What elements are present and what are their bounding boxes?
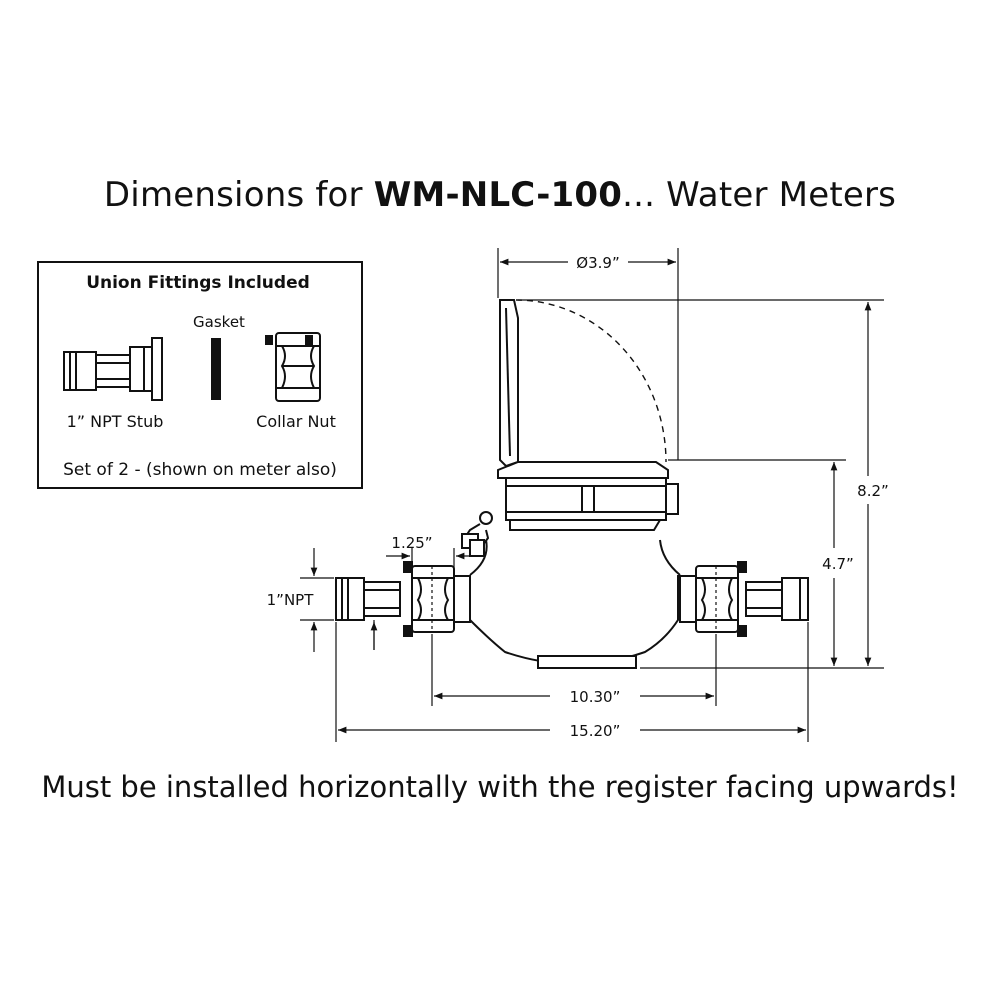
gasket-icon bbox=[211, 338, 221, 400]
union-heading: Union Fittings Included bbox=[86, 273, 310, 293]
dim-overall-length: 15.20” bbox=[570, 722, 621, 740]
set-note: Set of 2 - (shown on meter also) bbox=[63, 460, 337, 480]
meter-drawing bbox=[335, 299, 809, 669]
dim-diameter: Ø3.9” bbox=[576, 254, 619, 272]
dim-inner-length: 10.30” bbox=[570, 688, 621, 706]
dim-nut-width: 1.25” bbox=[391, 534, 432, 552]
collar-label: Collar Nut bbox=[256, 412, 336, 431]
dim-height-body: 4.7” bbox=[822, 555, 854, 573]
title-suffix: ... Water Meters bbox=[622, 175, 897, 215]
dim-npt: 1”NPT bbox=[267, 591, 315, 609]
dim-height-total: 8.2” bbox=[857, 482, 889, 500]
diagram-title: Dimensions for WM-NLC-100... Water Meter… bbox=[0, 175, 1000, 215]
dimension-lines bbox=[300, 248, 884, 742]
collar-nut-icon bbox=[265, 332, 321, 402]
install-note: Must be installed horizontally with the … bbox=[41, 770, 959, 804]
npt-stub-icon bbox=[63, 337, 163, 401]
stub-label: 1” NPT Stub bbox=[67, 412, 164, 431]
gasket-label: Gasket bbox=[193, 313, 245, 331]
union-fittings-box: Union Fittings Included Gasket 1 bbox=[37, 261, 363, 489]
title-prefix: Dimensions for bbox=[103, 175, 374, 215]
title-model: WM-NLC-100 bbox=[373, 175, 623, 215]
